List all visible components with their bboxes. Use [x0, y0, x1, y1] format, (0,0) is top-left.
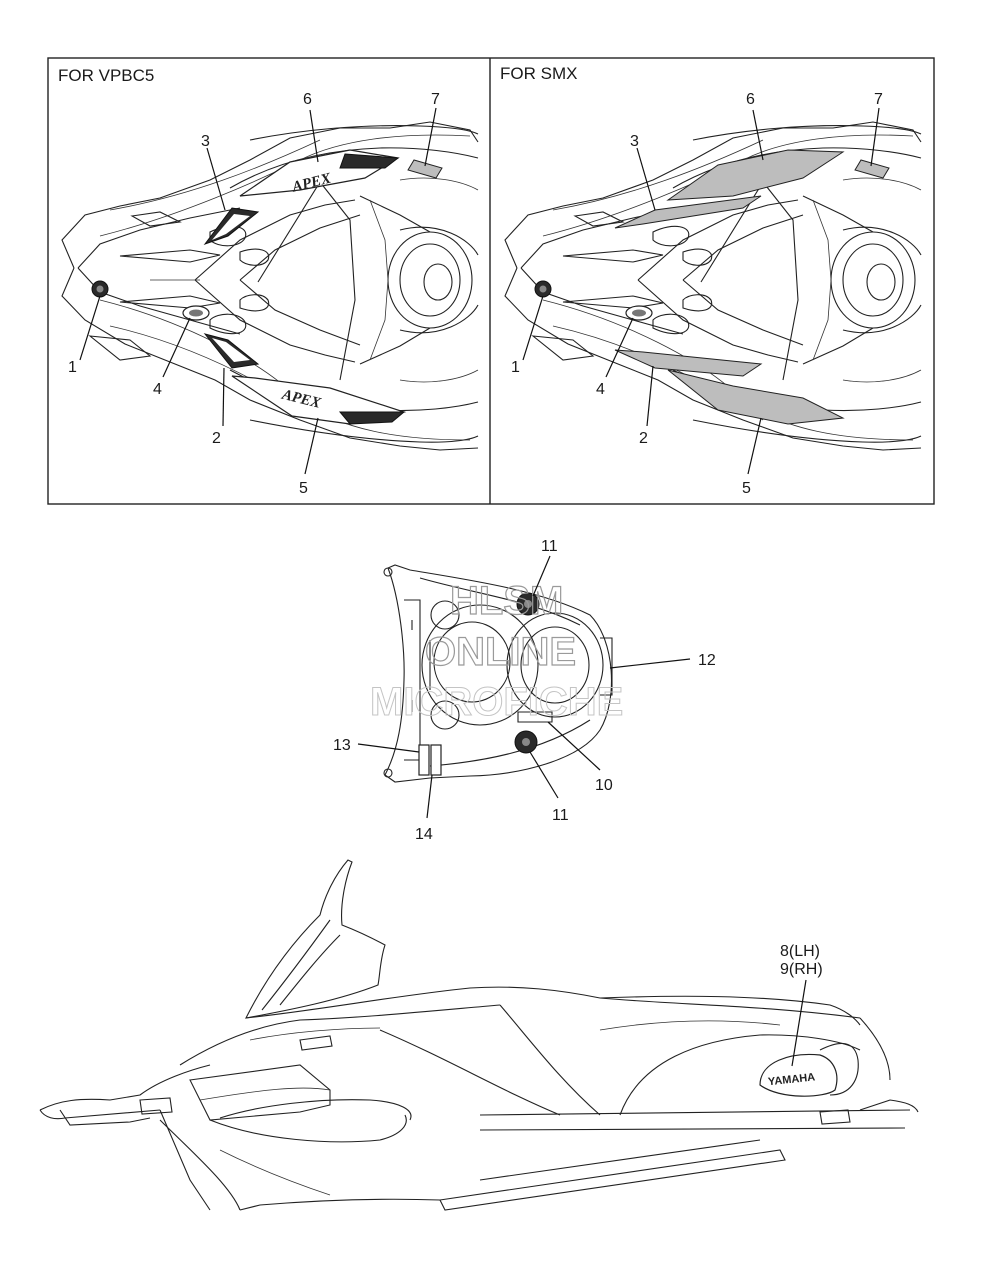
panel-title-smx: FOR SMX: [500, 64, 577, 83]
smx-upper-side-decal: [666, 149, 845, 201]
callout-13: 13: [333, 737, 351, 754]
watermark-line3: MICROFICHE: [370, 680, 623, 724]
smx-callout-7: 7: [874, 91, 883, 108]
label-decal-13: [418, 744, 430, 776]
callout-1: 1: [68, 359, 77, 376]
left-panel-hood-drawing: APEX APEX 1 2 3 4 5 6 7: [61, 91, 479, 497]
smx-rear-label-decal: [854, 159, 890, 179]
smx-callout-6: 6: [746, 91, 755, 108]
callout-10: 10: [595, 777, 613, 794]
watermark-line1: HLSM: [450, 579, 563, 623]
side-yamaha-logo: YAMAHA: [767, 1071, 815, 1088]
smx-upper-front-stripe-decal: [614, 195, 762, 229]
callout-14: 14: [415, 826, 433, 843]
callout-4: 4: [153, 381, 162, 398]
right-panel-hood-drawing: 1 2 3 4 5 6 7: [504, 91, 922, 497]
snowmobile-side-view: YAMAHA 8(LH) 9(RH): [39, 859, 919, 1211]
callout-2: 2: [212, 430, 221, 447]
side-yamaha-decal: [759, 1053, 838, 1097]
callout-8-lh: 8(LH): [780, 943, 820, 960]
top-frame: FOR VPBC5 FOR SMX: [47, 57, 935, 505]
smx-callout-4: 4: [596, 381, 605, 398]
callout-6: 6: [303, 91, 312, 108]
smx-callout-2: 2: [639, 430, 648, 447]
smx-callout-3: 3: [630, 133, 639, 150]
smx-callout-1: 1: [511, 359, 520, 376]
callout-9-rh: 9(RH): [780, 961, 823, 978]
smx-lower-front-stripe-decal: [614, 349, 763, 377]
smx-lower-side-decal: [667, 369, 845, 425]
callout-11-upper: 11: [541, 538, 558, 555]
callout-12: 12: [698, 652, 716, 669]
callout-5: 5: [299, 480, 308, 497]
label-decal-14: [430, 744, 442, 776]
middle-hood-drawing: HLSM ONLINE MICROFICHE 11 12 10 13 14 11: [333, 538, 716, 843]
callout-3: 3: [201, 133, 210, 150]
callout-11-lower: 11: [552, 807, 569, 824]
watermark: HLSM ONLINE MICROFICHE: [370, 578, 624, 724]
smx-callout-5: 5: [742, 480, 751, 497]
watermark-line2: ONLINE: [425, 630, 576, 674]
rear-label-decal: [407, 159, 443, 179]
panel-title-vpbc5: FOR VPBC5: [58, 66, 154, 85]
callout-7: 7: [431, 91, 440, 108]
